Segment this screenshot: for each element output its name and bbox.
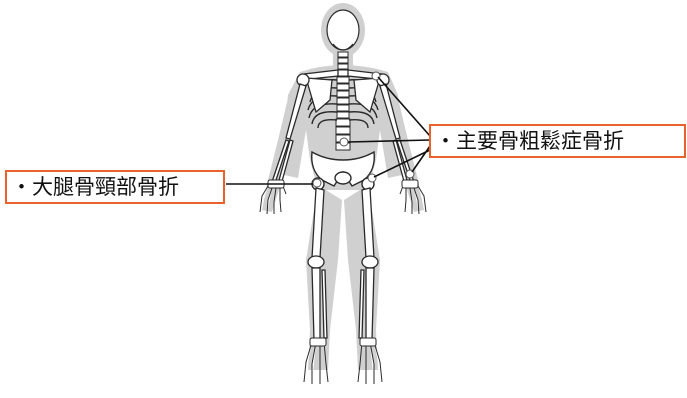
marker-spine [340, 138, 348, 146]
major-osteoporotic-fracture-label: ・主要骨粗鬆症骨折 [429, 124, 686, 158]
skull [327, 10, 359, 50]
leader-wrist [412, 146, 430, 172]
femoral-neck-fracture-label: ・大腿骨頸部骨折 [5, 170, 225, 204]
marker-hip-right [368, 174, 376, 182]
spine [336, 52, 350, 150]
marker-hip-left [313, 179, 321, 187]
leg-bones [308, 188, 378, 340]
